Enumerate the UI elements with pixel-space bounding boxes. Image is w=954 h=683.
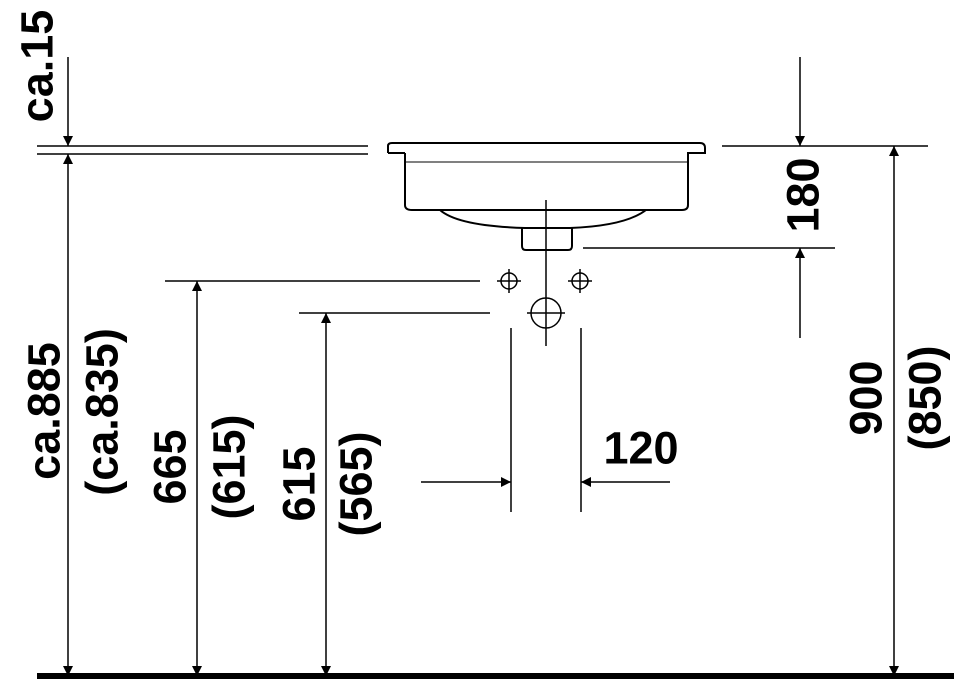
valve-height-alt-label: (615) bbox=[204, 414, 255, 519]
basin-outline bbox=[387, 142, 706, 251]
drain-outlet bbox=[527, 297, 565, 329]
drain-height-label: 615 bbox=[274, 446, 325, 521]
dimension-arrows bbox=[63, 57, 899, 676]
counter-height-alt-label: (850) bbox=[900, 345, 951, 450]
countertop-lines bbox=[37, 145, 928, 155]
top-gap-label: ca.15 bbox=[12, 10, 63, 123]
valve-connections bbox=[497, 269, 592, 293]
overflow-height-label: 180 bbox=[778, 157, 829, 232]
extension-lines bbox=[165, 247, 835, 512]
rim-height-label: ca.885 bbox=[19, 342, 70, 480]
counter-height-label: 900 bbox=[841, 360, 892, 435]
rim-height-alt-label: (ca.835) bbox=[77, 328, 128, 496]
outlet-spacing-label: 120 bbox=[603, 423, 678, 474]
drain-height-alt-label: (565) bbox=[331, 431, 382, 536]
valve-height-label: 665 bbox=[145, 429, 196, 504]
